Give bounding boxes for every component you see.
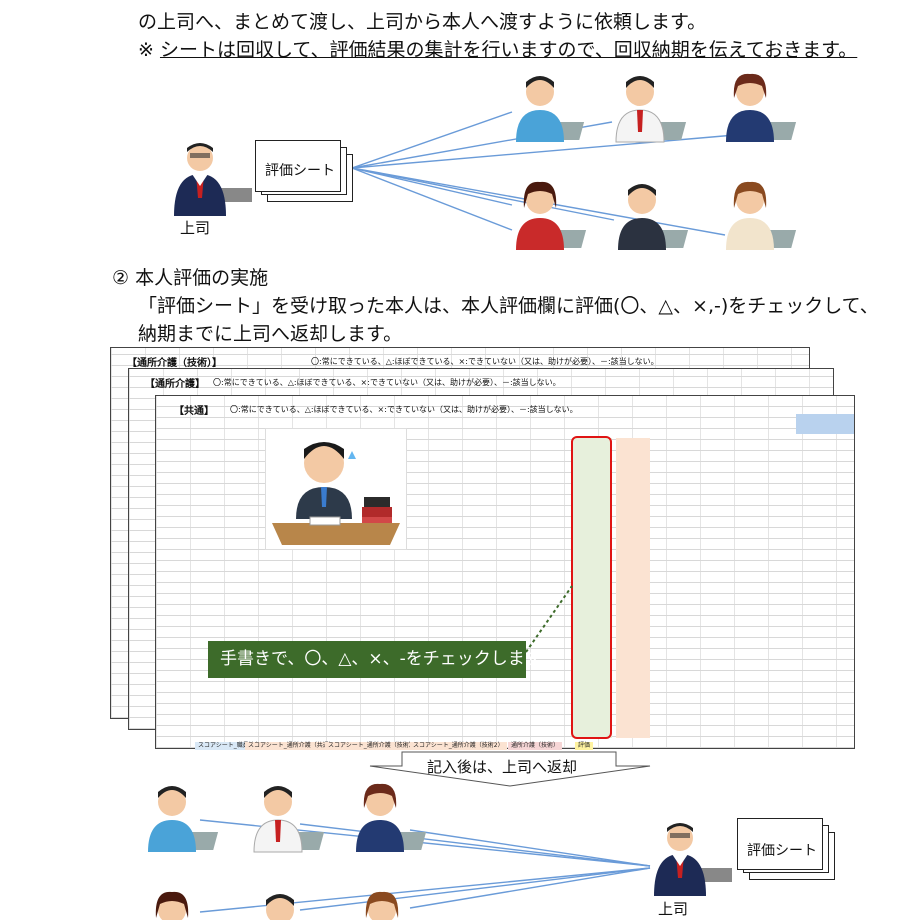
boss-label-bottom: 上司 (658, 900, 689, 918)
boss-figure-top (160, 138, 252, 218)
intro-note: ※ シートは回収して、評価結果の集計を行いますので、回収納期を伝えておきます。 (138, 36, 857, 64)
sheet-tab[interactable]: 評価 (575, 742, 594, 750)
employee-icon (253, 786, 325, 853)
spreadsheet-back-title: 【通所介護（技術）】 (127, 358, 222, 369)
evaluation-sheet-stack-top: 評価シート (255, 140, 355, 206)
employee-icon (266, 894, 294, 920)
spreadsheet-middle-legend: 〇:常にできている、△:ほぼできている、×:できていない（又は、助けが必要）、－… (213, 378, 561, 387)
boss-figure-bottom (640, 818, 732, 898)
employee-icon (726, 73, 797, 142)
employee-icon (615, 76, 687, 143)
sheet-label-top: 評価シート (265, 163, 335, 179)
spreadsheet-back-legend: 〇:常にできている、△:ほぼできている、×:できていない（又は、助けが必要）、－… (311, 357, 659, 366)
sheet-tab[interactable]: スコアシート_通所介護（共通） (245, 742, 338, 750)
boss-icon (654, 823, 732, 896)
section-2-line-1: 「評価シート」を受け取った本人は、本人評価欄に評価(〇、△、×,-)をチェックし… (138, 295, 879, 317)
employee-icon (155, 891, 189, 920)
worried-employee-illustration (265, 428, 407, 550)
intro-line-1: の上司へ、まとめて渡し、上司から本人へ渡すように依頼します。 (138, 11, 707, 33)
employee-icon (516, 76, 585, 142)
sheet-tab[interactable]: スコアシート_職員情報 (195, 742, 264, 750)
note-text: シートは回収して、評価結果の集計を行いますので、回収納期を伝えておきます。 (159, 39, 858, 61)
sheet-label-bottom: 評価シート (747, 843, 817, 859)
employee-icon (726, 181, 797, 250)
boss-label-top: 上司 (180, 219, 211, 237)
total-column-bg (796, 414, 854, 434)
evaluation-sheet-stack-bottom: 評価シート (737, 818, 837, 884)
self-eval-column-bg (572, 438, 612, 738)
note-mark: ※ (138, 39, 160, 61)
employee-icon (365, 891, 399, 920)
spreadsheet-front: 【共通】 〇:常にできている、△:ほぼできている、×:できていない（又は、助けが… (155, 395, 855, 749)
callout-connector (525, 585, 573, 653)
boss-icon (174, 143, 252, 216)
return-label: 記入後は、上司へ返却 (426, 758, 577, 776)
handwriting-callout: 手書きで、〇、△、×、-をチェックします。 (208, 641, 557, 678)
employee-icon (516, 181, 587, 250)
employee-icon (618, 184, 689, 250)
spreadsheet-middle-title: 【通所介護】 (145, 379, 205, 390)
sheet-tab[interactable]: スコアシート_通所介護（技術2） (410, 742, 507, 750)
section-2-line-2: 納期までに上司へ返却します。 (138, 323, 403, 345)
boss-eval-column-bg (616, 438, 650, 738)
spreadsheet-front-title: 【共通】 (174, 406, 214, 417)
sheet-tab[interactable]: スコアシート_通所介護（技術） (325, 742, 418, 750)
employee-figures-bottom (148, 783, 427, 920)
spreadsheet-front-legend: 〇:常にできている、△:ほぼできている、×:できていない（又は、助けが必要）、－… (230, 405, 578, 414)
worried-person-icon (272, 442, 400, 545)
sheet-tab[interactable]: 通所介護（技術） (508, 742, 563, 750)
section-2-heading: ② 本人評価の実施 (112, 267, 269, 289)
employee-figures-top (516, 73, 797, 250)
return-arrow (369, 751, 651, 787)
employee-icon (356, 783, 427, 852)
employee-icon (148, 786, 219, 852)
